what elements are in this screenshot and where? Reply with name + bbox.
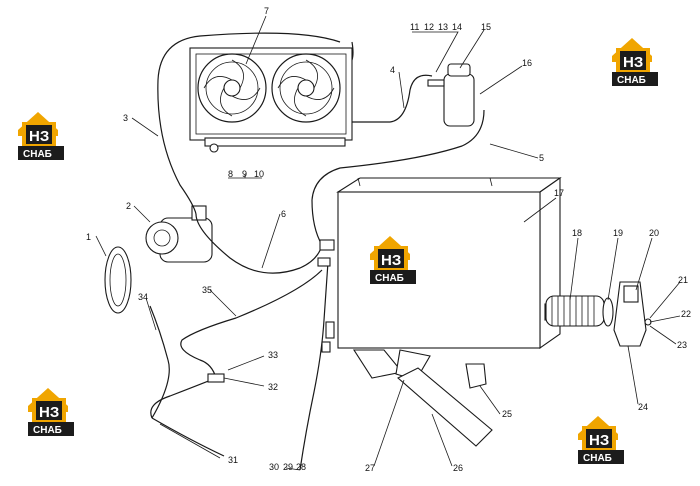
callout-20: 20 [649, 228, 659, 238]
callout-21: 21 [678, 275, 688, 285]
callout-13: 13 [438, 22, 448, 32]
condenser-unit [189, 47, 353, 153]
svg-text:СНАБ: СНАБ [33, 425, 62, 436]
callout-5: 5 [539, 153, 544, 163]
logo-watermark-1: НЗ СНАБ [18, 112, 64, 160]
callout-31: 31 [228, 455, 238, 465]
callout-11: 11 [410, 22, 419, 32]
svg-text:НЗ: НЗ [623, 54, 643, 71]
callout-14: 14 [452, 22, 462, 32]
evaporator-housing [336, 176, 562, 350]
callout-26: 26 [453, 463, 463, 473]
svg-text:СНАБ: СНАБ [583, 453, 612, 464]
callout-34: 34 [138, 292, 148, 302]
callout-labels: 1 2 3 4 5 6 7 8 9 10 11 12 13 14 15 16 1… [86, 6, 691, 473]
callout-25: 25 [502, 409, 512, 419]
svg-text:НЗ: НЗ [381, 252, 401, 269]
callout-17: 17 [554, 188, 564, 198]
callout-35: 35 [202, 285, 212, 295]
svg-text:СНАБ: СНАБ [375, 273, 404, 284]
logo-watermark-5: НЗ СНАБ [578, 416, 624, 464]
callout-6: 6 [281, 209, 286, 219]
callout-12: 12 [424, 22, 434, 32]
callout-28: 28 [296, 462, 306, 472]
compressor [104, 205, 213, 314]
svg-text:НЗ: НЗ [29, 128, 49, 145]
callout-19: 19 [613, 228, 623, 238]
hoses [149, 32, 485, 471]
svg-text:НЗ: НЗ [39, 404, 59, 421]
svg-text:СНАБ: СНАБ [617, 75, 646, 86]
callout-2: 2 [126, 201, 131, 211]
callout-23: 23 [677, 340, 687, 350]
leader-lines [95, 15, 681, 471]
logo-watermark-3: НЗ СНАБ [370, 236, 416, 284]
svg-text:СНАБ: СНАБ [23, 149, 52, 160]
callout-32: 32 [268, 382, 278, 392]
callout-22: 22 [681, 309, 691, 319]
callout-27: 27 [365, 463, 375, 473]
callout-18: 18 [572, 228, 582, 238]
callout-16: 16 [522, 58, 532, 68]
callout-3: 3 [123, 113, 128, 123]
callout-30: 30 [269, 462, 279, 472]
flex-duct [545, 281, 652, 347]
logo-watermark-2: НЗ СНАБ [612, 38, 658, 86]
callout-33: 33 [268, 350, 278, 360]
logo-watermark-4: НЗ СНАБ [28, 388, 74, 436]
callout-15: 15 [481, 22, 491, 32]
svg-text:НЗ: НЗ [589, 432, 609, 449]
lower-vents [352, 349, 493, 447]
receiver-drier [427, 63, 475, 127]
callout-29: 29 [283, 462, 293, 472]
callout-1: 1 [86, 232, 91, 242]
callout-9: 9 [242, 169, 247, 179]
callout-7: 7 [264, 6, 269, 16]
callout-4: 4 [390, 65, 395, 75]
callout-10: 10 [254, 169, 264, 179]
callout-8: 8 [228, 169, 233, 179]
callout-24: 24 [638, 402, 648, 412]
